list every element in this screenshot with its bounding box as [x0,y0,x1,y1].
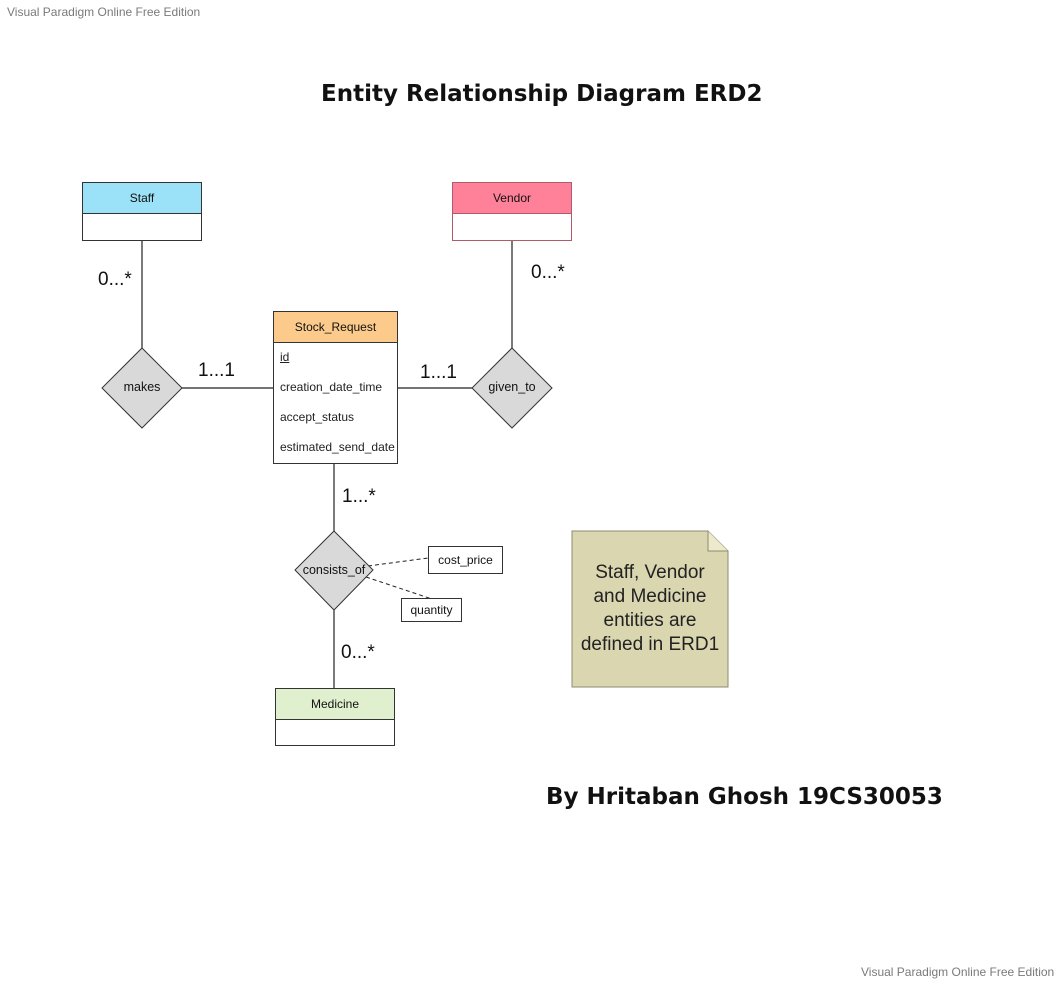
note-text[interactable]: Staff, Vendor and Medicine entities are … [572,561,728,657]
relationship-attribute-quantity[interactable]: quantity [401,598,462,622]
relationship-makes-label: makes [123,380,161,394]
entity-stock-request-header: Stock_Request [274,312,397,343]
cardinality-vendor-given: 0...* [531,262,565,283]
line-consists-quantity [365,576,433,600]
entity-stock-request[interactable]: Stock_Request id creation_date_time acce… [273,311,398,464]
note-line-1: Staff, Vendor [595,562,705,583]
entity-vendor[interactable]: Vendor [452,182,572,241]
cardinality-stock-consists: 1...* [342,486,376,507]
entity-staff[interactable]: Staff [82,182,202,241]
watermark-bottom: Visual Paradigm Online Free Edition [861,965,1055,979]
diamond-makes [101,347,183,429]
cardinality-makes-stock: 1...1 [198,360,235,381]
cardinality-staff-makes: 0...* [98,269,132,290]
note-fold [707,531,728,552]
attribute-estimated-send-date: estimated_send_date [280,440,395,454]
cardinality-given-stock: 1...1 [420,362,457,383]
note-line-2: and Medicine [593,586,707,607]
attribute-id: id [280,350,290,364]
attribute-creation-date-time: creation_date_time [280,380,383,394]
diamond-consists-of [294,530,374,611]
diagram-title: Entity Relationship Diagram ERD2 [321,81,763,107]
note-line-4: defined in ERD1 [580,634,720,655]
note-shape [571,530,729,688]
attribute-accept-status: accept_status [280,410,355,424]
relationship-given-to-label: given_to [488,380,536,394]
entity-medicine-header: Medicine [276,689,394,720]
diamond-given-to [471,347,553,429]
author-credit: By Hritaban Ghosh 19CS30053 [546,784,943,810]
line-consists-costprice [367,557,429,567]
entity-vendor-header: Vendor [453,183,571,214]
note-line-3: entities are [603,610,697,631]
relationship-consists-of-label: consists_of [302,563,366,577]
entity-staff-header: Staff [83,183,201,214]
watermark-top: Visual Paradigm Online Free Edition [7,5,201,19]
cardinality-consists-medicine: 0...* [341,642,375,663]
entity-medicine[interactable]: Medicine [275,688,395,746]
relationship-attribute-cost-price[interactable]: cost_price [428,546,503,574]
